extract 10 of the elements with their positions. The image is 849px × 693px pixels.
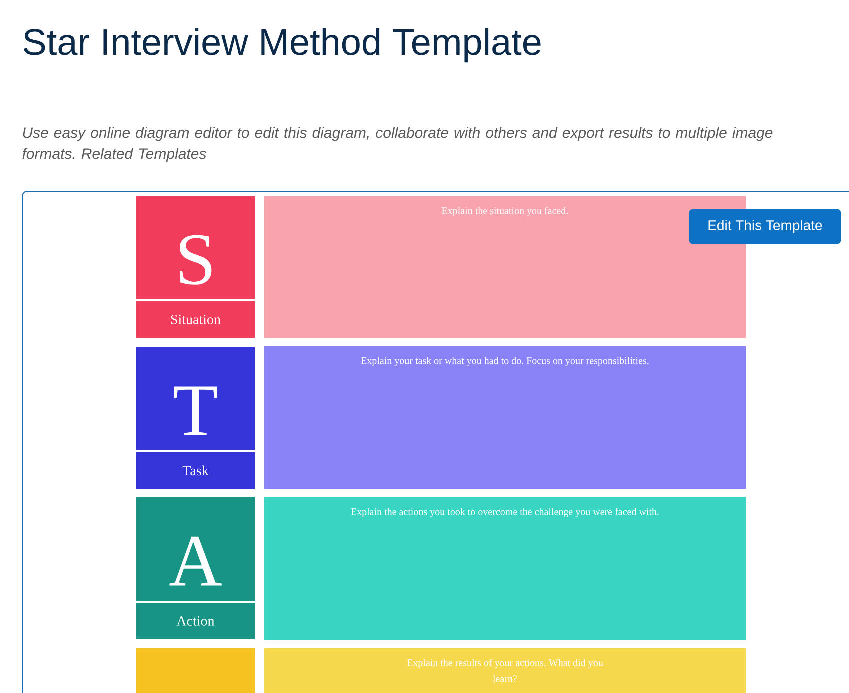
label-box: Situation	[136, 301, 256, 338]
description-box: Explain the results of your actions. What did you learn?	[264, 648, 746, 693]
edit-button: Edit This Template	[689, 209, 842, 244]
letter-box	[136, 648, 256, 693]
description-box: Explain your task or what you had to do. Focus on your responsibilities.	[264, 346, 746, 490]
description-box: Explain the actions you took to overcome the challenge you were faced with.	[264, 497, 746, 640]
page-title: Star Interview Method Template	[24, 28, 541, 63]
description-text: Use easy online diagram editor to edit this diagram, collaborate with others and export results to multiple image formats. Related Templates	[22, 127, 773, 162]
label-box: Action	[136, 603, 256, 640]
label-box: Task	[136, 452, 256, 490]
